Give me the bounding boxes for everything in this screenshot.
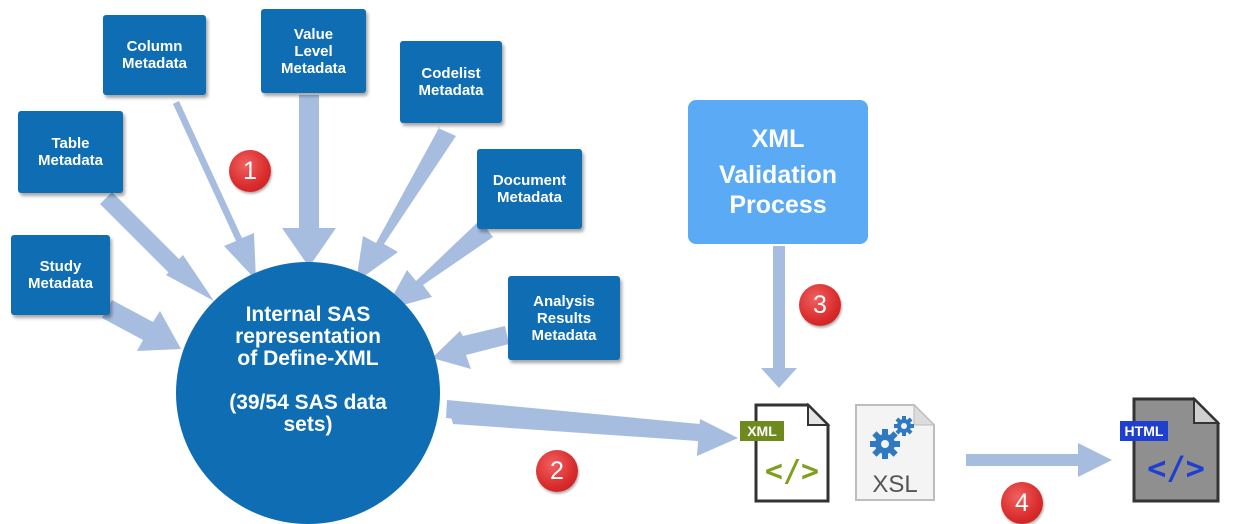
xsl-file-icon: XSL (855, 403, 936, 501)
html-file-glyph: </> (1147, 449, 1205, 487)
table-line-1: Table (51, 135, 90, 152)
document-line-1: Document (492, 172, 567, 189)
step-1-badge: 1 (229, 150, 271, 192)
step-3-badge: 3 (799, 284, 841, 326)
analysis-line-2: Results (536, 309, 592, 327)
central-line-3: of Define-XML (237, 347, 379, 370)
validation-line-3: Process (729, 191, 827, 219)
xsl-file-label: XSL (872, 471, 917, 498)
arrow-table-body (100, 192, 188, 280)
internal-sas-representation-node: Internal SAS representation of Define-XM… (176, 262, 440, 524)
analysis-line-1: Analysis (533, 292, 595, 310)
table-line-2: Metadata (37, 152, 104, 169)
html-file-icon: HTML </> (1120, 396, 1221, 503)
study-line-1: Study (39, 258, 82, 275)
column-line-1: Column (126, 38, 183, 55)
arrow-analysis (432, 326, 509, 369)
arrow-codelist (356, 126, 456, 282)
codelist-line-1: Codelist (421, 65, 481, 82)
xml-file-tag: XML (747, 423, 777, 439)
value-line-2: Level (294, 42, 333, 60)
validation-line-1: XML (751, 125, 805, 153)
xml-file-icon: XML </> (740, 402, 831, 503)
document-metadata-box: Document Metadata (477, 149, 582, 229)
arrow-study (102, 300, 181, 351)
xml-validation-process-box: XML Validation Process (688, 100, 868, 244)
xml-file-glyph: </> (765, 454, 819, 489)
step-2-badge: 2 (536, 450, 578, 492)
central-line-2: representation (235, 325, 381, 348)
arrow-validation (761, 246, 797, 388)
arrow-value (282, 95, 336, 267)
study-line-2: Metadata (27, 275, 94, 292)
arrow-column (160, 101, 256, 280)
study-metadata-box: Study Metadata (11, 235, 110, 315)
gear-icon (870, 416, 914, 459)
analysis-results-metadata-box: Analysis Results Metadata (508, 276, 620, 360)
analysis-line-3: Metadata (531, 326, 597, 344)
column-line-2: Metadata (121, 55, 188, 72)
arrow-to-html (966, 443, 1112, 477)
arrow-to-xml-body (446, 400, 700, 441)
column-metadata-box: Column Metadata (103, 15, 206, 95)
html-file-tag: HTML (1125, 423, 1164, 439)
table-metadata-box: Table Metadata (18, 111, 123, 193)
value-line-3: Metadata (280, 59, 347, 77)
document-line-2: Metadata (496, 189, 563, 206)
central-line-1: Internal SAS (245, 303, 371, 326)
central-sub-line-2: sets) (283, 413, 333, 436)
central-sub-line-1: (39/54 SAS data (229, 391, 387, 414)
step-4-badge: 4 (1001, 482, 1043, 524)
validation-line-2: Validation (718, 161, 838, 189)
codelist-metadata-box: Codelist Metadata (400, 41, 502, 123)
codelist-line-2: Metadata (418, 82, 484, 99)
value-level-metadata-box: Value Level Metadata (261, 9, 366, 93)
arrow-document (385, 220, 493, 310)
value-line-1: Value (293, 25, 334, 43)
